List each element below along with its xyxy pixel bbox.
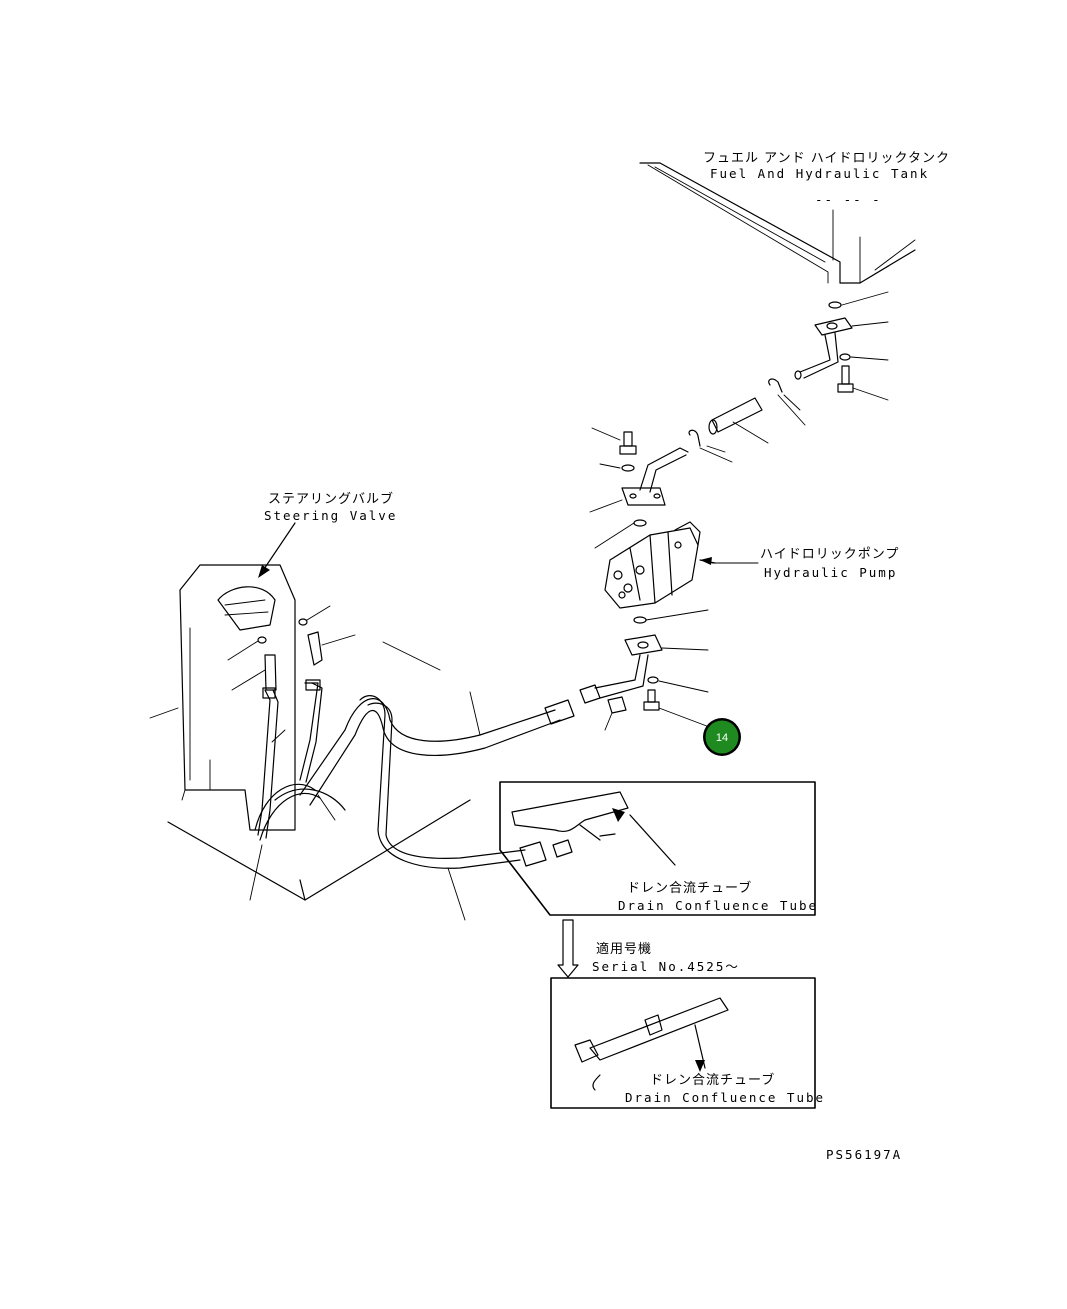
steering-valve-housing xyxy=(149,564,471,901)
steering-label-en: Steering Valve xyxy=(264,508,397,523)
tank-label-jp: フュエル アンド ハイドロリックタンク xyxy=(703,151,950,166)
serial-label-en: Serial No.4525～ xyxy=(592,959,740,974)
fuel-hydraulic-tank: -- -- - xyxy=(639,162,916,284)
drawing-number: PS56197A xyxy=(826,1147,902,1162)
callout-14[interactable]: 14 xyxy=(703,718,741,756)
steering-label-jp: ステアリングバルブ xyxy=(268,491,394,507)
drain-tube-detail-1 xyxy=(499,781,816,916)
hydraulic-pump xyxy=(604,521,716,609)
pressure-hose xyxy=(299,691,575,806)
serial-arrow xyxy=(557,919,579,978)
drain-hose xyxy=(359,695,573,921)
suction-fittings xyxy=(688,291,889,463)
steering-fittings xyxy=(227,605,356,691)
pump-inlet-elbow xyxy=(589,427,689,549)
drain1-label-en: Drain Confluence Tube xyxy=(618,898,818,913)
drain2-label-en: Drain Confluence Tube xyxy=(625,1090,825,1105)
drain-tube-detail-2 xyxy=(550,977,816,1109)
callout-14-disc xyxy=(705,720,739,754)
pump-outlet-elbow xyxy=(579,609,713,731)
tank-label-en: Fuel And Hydraulic Tank xyxy=(710,166,929,181)
steering-hoses xyxy=(249,679,346,901)
drain1-label-jp: ドレン合流チューブ xyxy=(627,880,752,896)
pump-label-jp: ハイドロリックポンプ xyxy=(760,547,899,562)
serial-label-jp: 適用号機 xyxy=(596,941,652,957)
drain2-label-jp: ドレン合流チューブ xyxy=(650,1072,775,1088)
svg-text:-- -- -: -- -- - xyxy=(815,192,882,207)
pump-label-en: Hydraulic Pump xyxy=(764,565,897,580)
callout-14-number: 14 xyxy=(716,732,728,744)
